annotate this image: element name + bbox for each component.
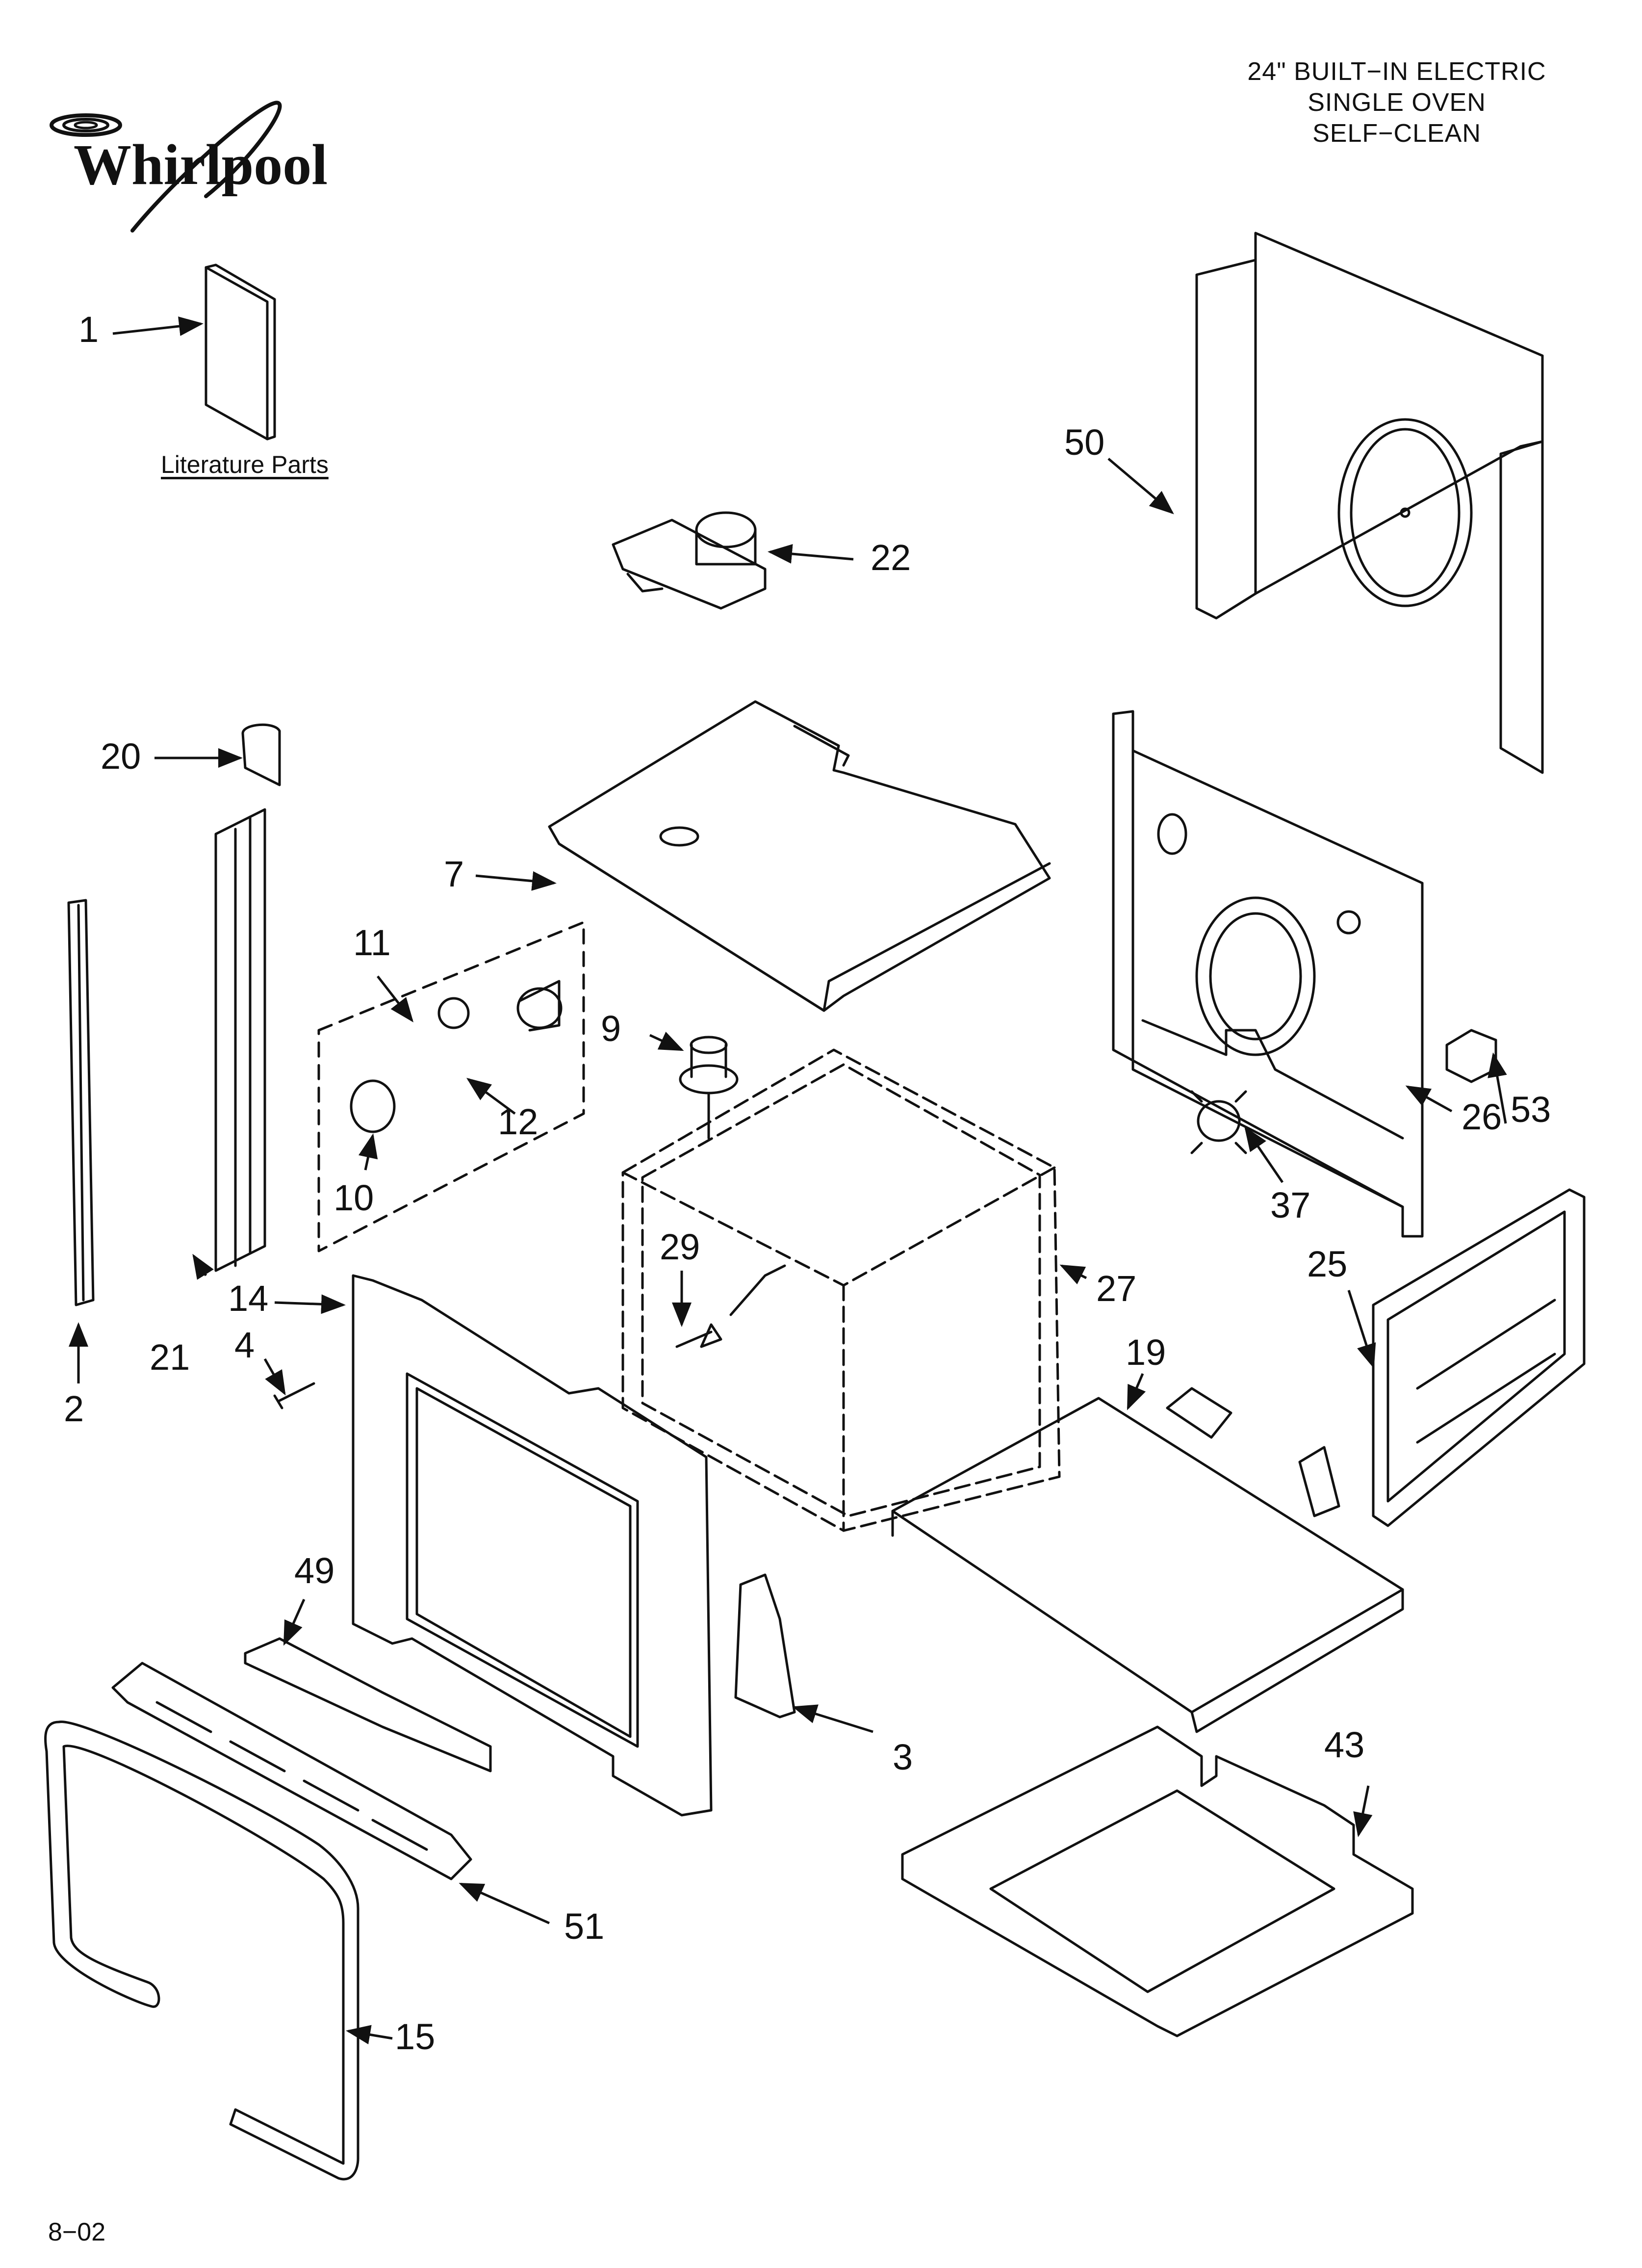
front-frame-14 (352, 1274, 713, 1817)
side-trim-20-21 (214, 723, 281, 1272)
callout-43: 43 (1324, 1724, 1365, 1765)
callout-9: 9 (601, 1008, 621, 1049)
top-panel-7 (548, 700, 1051, 1012)
oven-cavity-27 (621, 1048, 1061, 1532)
callout-27: 27 (1096, 1268, 1137, 1309)
callout-19: 19 (1126, 1332, 1166, 1373)
whirlpool-logo: Whirlpool (50, 101, 328, 233)
callout-14: 14 (228, 1278, 269, 1319)
revision-code: 8−02 (48, 2218, 106, 2246)
callout-15: 15 (395, 2016, 436, 2057)
callout-25: 25 (1307, 1244, 1348, 1284)
vent-grille-51 (111, 1662, 472, 1880)
header-line-1: 24" BUILT−IN ELECTRIC (1247, 57, 1546, 86)
callout-11: 11 (353, 922, 391, 963)
bottom-tray-43 (901, 1725, 1414, 2037)
callout-29: 29 (660, 1226, 700, 1267)
model-description: 24" BUILT−IN ELECTRIC SINGLE OVEN SELF−C… (1201, 56, 1593, 149)
callout-53: 53 (1511, 1089, 1551, 1130)
header-line-2: SINGLE OVEN (1308, 88, 1486, 117)
probe-29 (675, 1264, 786, 1348)
rear-panel-50 (1195, 232, 1544, 774)
callout-22: 22 (871, 537, 911, 578)
bracket-53 (1445, 1029, 1497, 1083)
leader-arrows (69, 316, 1507, 2045)
callout-2: 2 (64, 1388, 84, 1429)
callout-3: 3 (893, 1737, 913, 1777)
svg-text:Whirlpool: Whirlpool (74, 132, 328, 197)
convection-part-9 (679, 1036, 739, 1140)
literature-parts-label: Literature Parts (161, 451, 329, 478)
door-latch-assembly-22 (612, 511, 767, 610)
bottom-panel-19 (891, 1387, 1404, 1733)
lamp-assembly-box-11 (317, 921, 585, 1252)
callout-21: 21 (150, 1337, 190, 1378)
callout-37: 37 (1270, 1185, 1311, 1225)
lamp-parts (350, 980, 563, 1133)
callout-10: 10 (334, 1177, 374, 1218)
side-panel-25 (1372, 1188, 1586, 1527)
header-line-3: SELF−CLEAN (1312, 119, 1481, 148)
element-part-37 (1190, 1090, 1247, 1154)
side-strip-2 (67, 899, 95, 1306)
inner-rear-panel-26 (1112, 710, 1424, 1238)
door-gasket-15 (44, 1721, 359, 2181)
callout-12: 12 (498, 1101, 539, 1142)
callout-49: 49 (294, 1550, 335, 1591)
callout-26: 26 (1462, 1096, 1502, 1137)
callout-51: 51 (564, 1906, 605, 1947)
callout-20: 20 (101, 736, 141, 777)
bracket-3 (734, 1573, 796, 1719)
callout-50: 50 (1064, 422, 1105, 463)
callout-4: 4 (234, 1325, 255, 1365)
screw-4 (273, 1382, 315, 1409)
callout-1: 1 (78, 309, 99, 350)
vent-trim-49 (244, 1637, 492, 1773)
callout-7: 7 (444, 854, 464, 894)
literature-booklet (205, 263, 276, 441)
